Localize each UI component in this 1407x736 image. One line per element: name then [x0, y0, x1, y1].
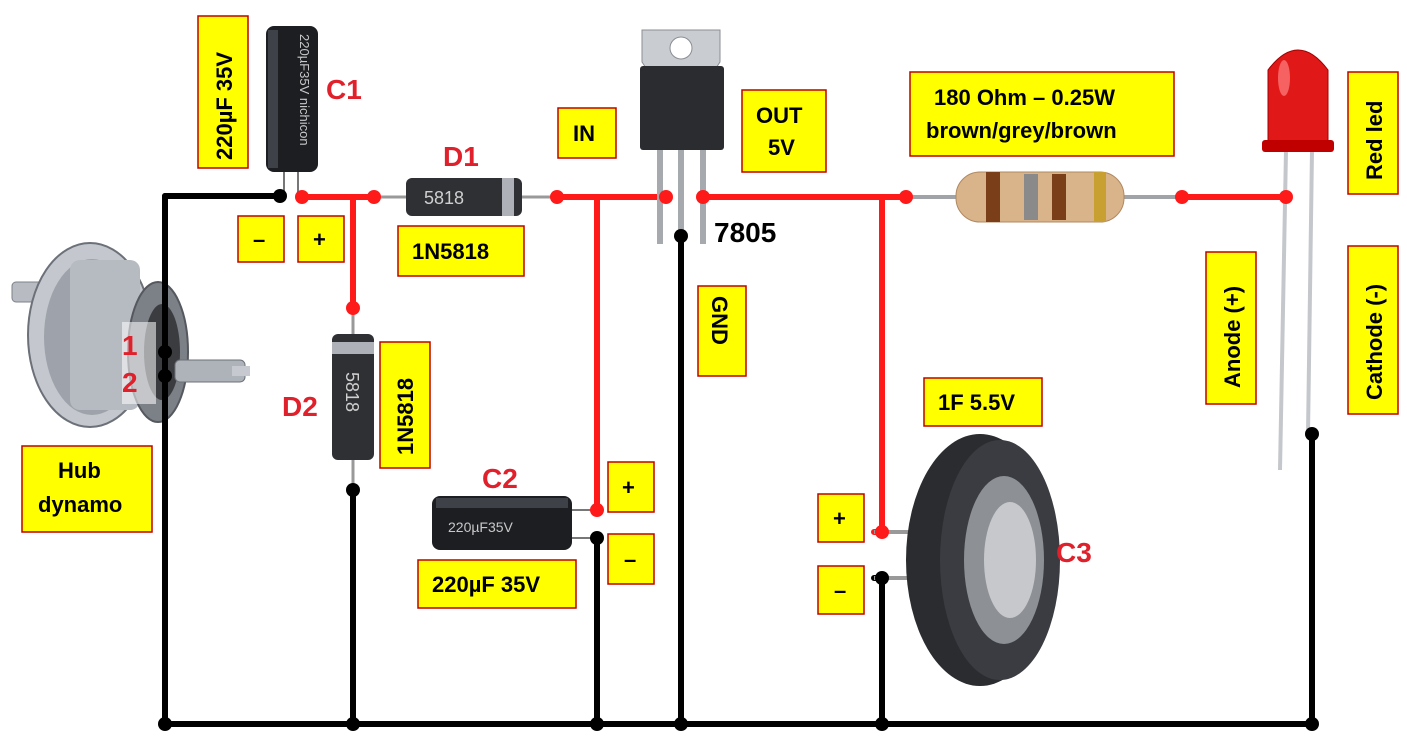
c3-minus-label — [817, 565, 865, 615]
c1-plus-label — [297, 215, 345, 263]
c2-value-text: 220µF 35V — [432, 572, 540, 597]
c3-plus-text: + — [833, 506, 846, 531]
c1-plus-text: + — [313, 227, 326, 252]
d1-printed-marking: 5818 — [424, 188, 464, 208]
c2-plus-text: + — [622, 475, 635, 500]
hub-dynamo-label — [21, 445, 153, 533]
c3-value-label — [923, 377, 1043, 427]
regulator-in-label — [557, 107, 617, 159]
regulator-out-label — [741, 89, 827, 173]
c2-plus-label — [607, 461, 655, 513]
supercapacitor-c3 — [874, 434, 1060, 686]
hub-dynamo-text-line2: dynamo — [38, 492, 122, 517]
led-cathode-text: Cathode (-) — [1362, 284, 1387, 400]
c2-minus-label — [607, 533, 655, 585]
d2-name: D2 — [282, 391, 318, 422]
hub-dynamo-text-line1: Hub — [58, 458, 101, 483]
resistor-value-text: 180 Ohm – 0.25W — [934, 85, 1115, 110]
c1-value-label — [197, 15, 249, 169]
dynamo-terminal-1: 1 — [122, 330, 138, 361]
junction-dots — [158, 189, 1319, 731]
regulator-7805 — [640, 29, 724, 244]
regulator-gnd-label — [697, 285, 747, 377]
regulator-gnd-text: GND — [707, 296, 732, 345]
capacitor-c2: 220µF35V — [432, 496, 597, 550]
regulator-out-voltage: 5V — [768, 135, 795, 160]
c3-plus-label — [817, 493, 865, 543]
regulator-out-text: OUT — [756, 103, 803, 128]
d1-name: D1 — [443, 141, 479, 172]
led-anode-label — [1205, 251, 1257, 405]
d2-printed-marking: 5818 — [342, 372, 362, 412]
resistor-label — [909, 71, 1175, 157]
c2-value-label — [417, 559, 577, 609]
capacitor-c1: 220µF35V nichicon — [266, 26, 318, 196]
d1-part-text: 1N5818 — [412, 239, 489, 264]
c2-name: C2 — [482, 463, 518, 494]
c3-minus-text: – — [834, 578, 846, 603]
diode-d2: 5818 — [332, 308, 374, 490]
c2-minus-text: – — [624, 547, 636, 572]
led-anode-text: Anode (+) — [1220, 286, 1245, 388]
c3-name: C3 — [1056, 537, 1092, 568]
c3-value-text: 1F 5.5V — [938, 390, 1015, 415]
c1-printed-marking: 220µF35V nichicon — [297, 34, 312, 146]
regulator-in-text: IN — [573, 121, 595, 146]
d2-part-label — [379, 341, 431, 469]
dynamo-terminal-2: 2 — [122, 367, 138, 398]
d2-part-text: 1N5818 — [393, 378, 418, 455]
c1-name: C1 — [326, 74, 362, 105]
c1-value-text: 220µF 35V — [212, 52, 237, 160]
c1-minus-text: – — [253, 227, 265, 252]
c1-minus-label — [237, 215, 285, 263]
resistor-180-ohm — [906, 171, 1182, 223]
resistor-color-code-text: brown/grey/brown — [926, 118, 1117, 143]
diode-d1: 5818 — [374, 178, 557, 216]
c2-printed-marking: 220µF35V — [448, 519, 514, 535]
d1-part-label — [397, 225, 525, 277]
regulator-part-number: 7805 — [714, 217, 776, 248]
ground-wires — [162, 193, 1315, 727]
led-cathode-label — [1347, 245, 1399, 415]
led-name-text: Red led — [1362, 101, 1387, 180]
led-name-label — [1347, 71, 1399, 195]
red-led — [1262, 49, 1334, 471]
